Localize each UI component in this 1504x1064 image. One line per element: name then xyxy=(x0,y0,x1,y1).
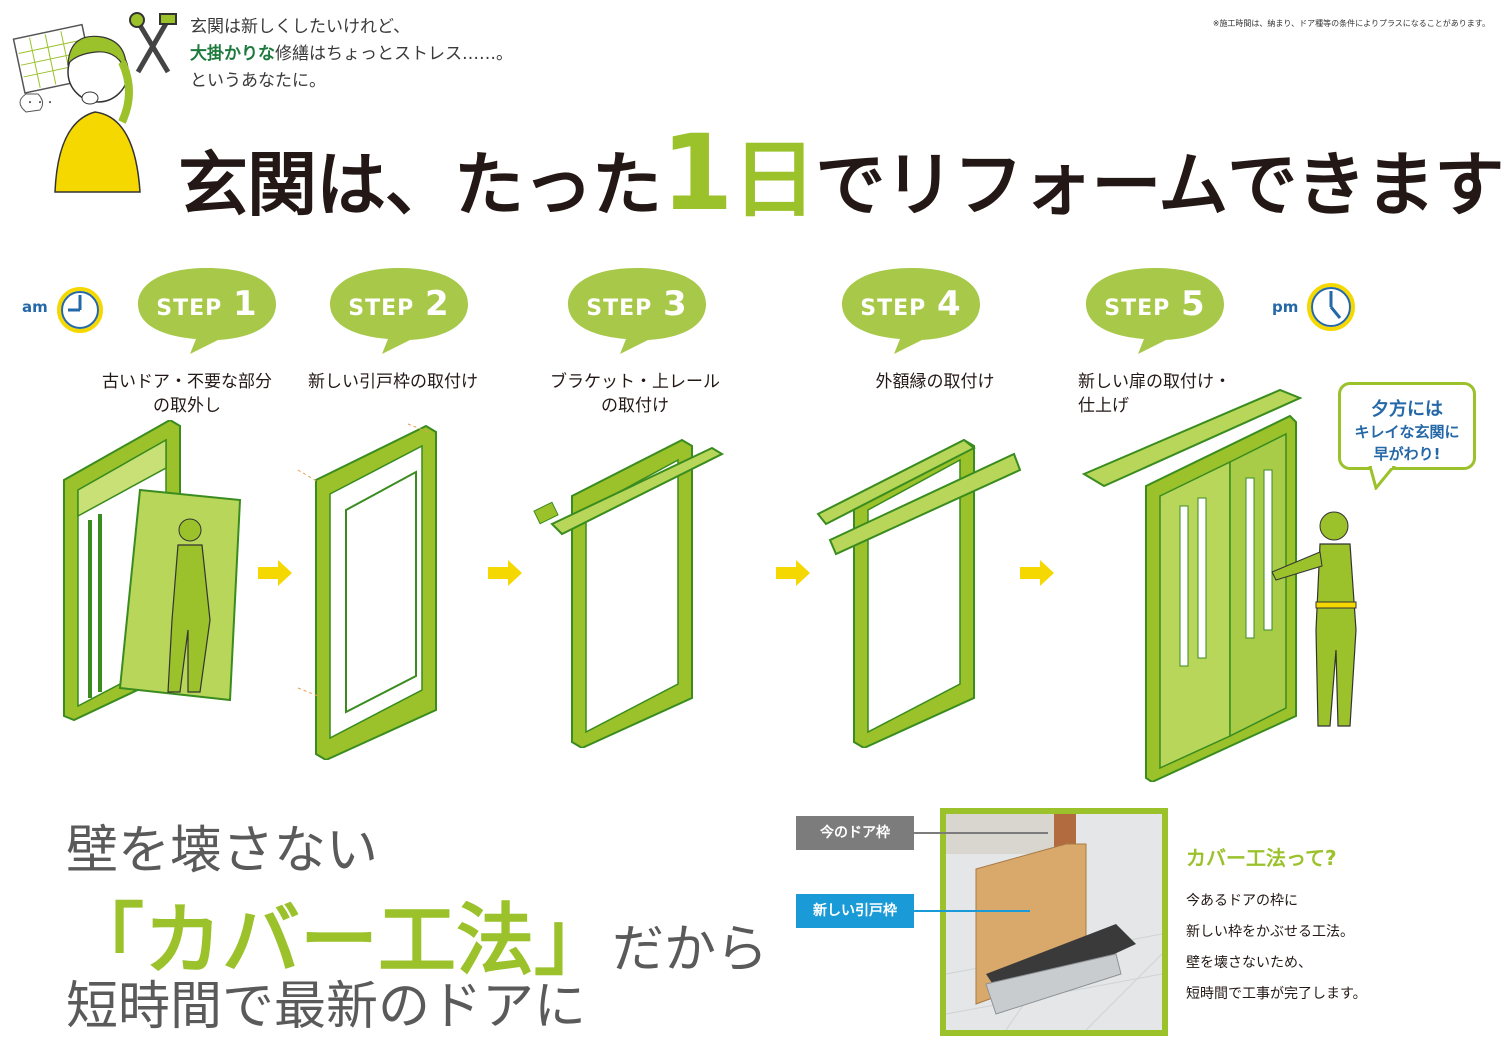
step-number: 2 xyxy=(425,284,450,324)
step-desc-line-1: 古いドア・不要な部分 xyxy=(102,372,272,392)
headline-unit: 日 xyxy=(732,131,816,229)
step-desc-line-1: ブラケット・上レール xyxy=(550,372,720,392)
tagline-line-1: 壁を壊さない xyxy=(66,821,379,881)
step-3-bubble: STEP 3 xyxy=(564,264,710,360)
cover-line-3: 壁を壊さないため、 xyxy=(1186,955,1312,971)
tagline-line-2: 「カバー工法」だから xyxy=(66,878,768,990)
callout-tail xyxy=(1368,466,1396,490)
step-number: 5 xyxy=(1181,284,1206,324)
callout-line-3: 早がわり! xyxy=(1373,445,1441,463)
callout-line-1: 夕方には xyxy=(1371,399,1443,420)
speech-bubble-icon xyxy=(138,268,276,354)
step-number: 4 xyxy=(937,284,962,324)
construction-time-note: ※施工時間は、納まり、ドア種等の条件によりプラスになることがあります。 xyxy=(1212,19,1490,28)
step-5-label: STEP 5 xyxy=(1082,284,1228,324)
step-4-label: STEP 4 xyxy=(838,284,984,324)
step-3-label: STEP 3 xyxy=(564,284,710,324)
door-frame-section-image xyxy=(946,814,1162,1030)
step-3-description: ブラケット・上レールの取付け xyxy=(520,370,750,418)
evening-callout: 夕方には キレイな玄関に 早がわり! xyxy=(1338,382,1476,470)
step-number: 3 xyxy=(663,284,688,324)
step-desc-line-2: 仕上げ xyxy=(1078,396,1129,416)
clock-pm-icon xyxy=(1307,283,1355,331)
speech-bubble-icon xyxy=(842,268,980,354)
intro-line-2: 大掛かりな修繕はちょっとストレス……。 xyxy=(190,41,513,68)
callout-line-2: キレイな玄関に xyxy=(1354,423,1460,441)
speech-bubble-icon xyxy=(1086,268,1224,354)
intro-line-2-rest: 修繕はちょっとストレス……。 xyxy=(275,44,513,64)
step-2-label: STEP 2 xyxy=(326,284,472,324)
am-label: am xyxy=(22,298,48,316)
page-headline: 玄関は、たった1日でリフォームできます! xyxy=(178,118,1504,240)
arrow-right-icon xyxy=(1020,560,1054,586)
step-word: STEP xyxy=(586,296,653,321)
pointer-line-current xyxy=(914,832,1048,834)
step-word: STEP xyxy=(156,296,223,321)
step4-casing-install-illustration xyxy=(816,438,1022,748)
step-number: 1 xyxy=(233,284,258,324)
step-desc-line-2: の取外し xyxy=(153,396,221,416)
intro-text: 玄関は新しくしたいけれど、 大掛かりな修繕はちょっとストレス……。 というあなた… xyxy=(190,14,513,95)
step2-frame-install-illustration xyxy=(297,423,437,760)
step-desc-line-1: 新しい扉の取付け・ xyxy=(1078,372,1231,392)
label-new-frame: 新しい引戸枠 xyxy=(796,894,914,928)
intro-line-1: 玄関は新しくしたいけれど、 xyxy=(190,17,411,37)
headline-number: 1 xyxy=(661,112,733,234)
step-1-description: 古いドア・不要な部分の取外し xyxy=(72,370,302,418)
step-4-bubble: STEP 4 xyxy=(838,264,984,360)
intro-line-3: というあなたに。 xyxy=(190,71,326,91)
step-word: STEP xyxy=(860,296,927,321)
cover-line-1: 今あるドアの枠に xyxy=(1186,893,1298,909)
intro-emphasis: 大掛かりな xyxy=(190,44,275,64)
step-2-description: 新しい引戸枠の取付け xyxy=(278,370,508,394)
headline-pre: 玄関は、たった xyxy=(178,144,662,226)
clock-am-icon xyxy=(57,287,103,333)
cover-method-title: カバー工法って? xyxy=(1186,846,1337,870)
tagline-method: 「カバー工法」 xyxy=(66,896,613,986)
pm-label: pm xyxy=(1272,298,1299,316)
cover-method-description: 今あるドアの枠に 新しい枠をかぶせる工法。 壁を壊さないため、 短時間で工事が完… xyxy=(1186,886,1367,1010)
step-1-bubble: STEP 1 xyxy=(134,264,280,360)
svg-text:・・・: ・・・ xyxy=(25,98,55,109)
speech-bubble-icon xyxy=(330,268,468,354)
step-word: STEP xyxy=(348,296,415,321)
step1-door-removal-illustration xyxy=(63,420,242,722)
step-word: STEP xyxy=(1104,296,1171,321)
tagline-line-3: 短時間で最新のドアに xyxy=(66,977,587,1037)
headline-post: でリフォームできます xyxy=(815,144,1504,226)
step-5-description: 新しい扉の取付け・仕上げ xyxy=(1078,370,1231,418)
step-5-bubble: STEP 5 xyxy=(1082,264,1228,360)
cover-method-photo xyxy=(940,808,1168,1036)
step5-new-door-illustration xyxy=(1081,388,1303,782)
step3-rail-install-illustration xyxy=(533,438,725,748)
worker-illustration xyxy=(1271,511,1357,727)
step-desc-line-1: 新しい引戸枠の取付け xyxy=(308,372,478,392)
label-current-frame: 今のドア枠 xyxy=(796,816,914,850)
cover-line-2: 新しい枠をかぶせる工法。 xyxy=(1186,924,1354,940)
arrow-right-icon xyxy=(488,560,522,586)
step-desc-line-2: の取付け xyxy=(601,396,669,416)
step-4-description: 外額縁の取付け xyxy=(820,370,1050,394)
step-2-bubble: STEP 2 xyxy=(326,264,472,360)
arrow-right-icon xyxy=(258,560,292,586)
step-1-label: STEP 1 xyxy=(134,284,280,324)
cover-line-4: 短時間で工事が完了します。 xyxy=(1186,986,1367,1002)
woman-illustration: ・・・ xyxy=(12,12,177,193)
arrow-right-icon xyxy=(776,560,810,586)
speech-bubble-icon xyxy=(568,268,706,354)
tagline-line-2-suffix: だから xyxy=(612,920,769,980)
step-desc-line-1: 外額縁の取付け xyxy=(875,372,995,392)
pointer-line-new xyxy=(914,910,1030,912)
